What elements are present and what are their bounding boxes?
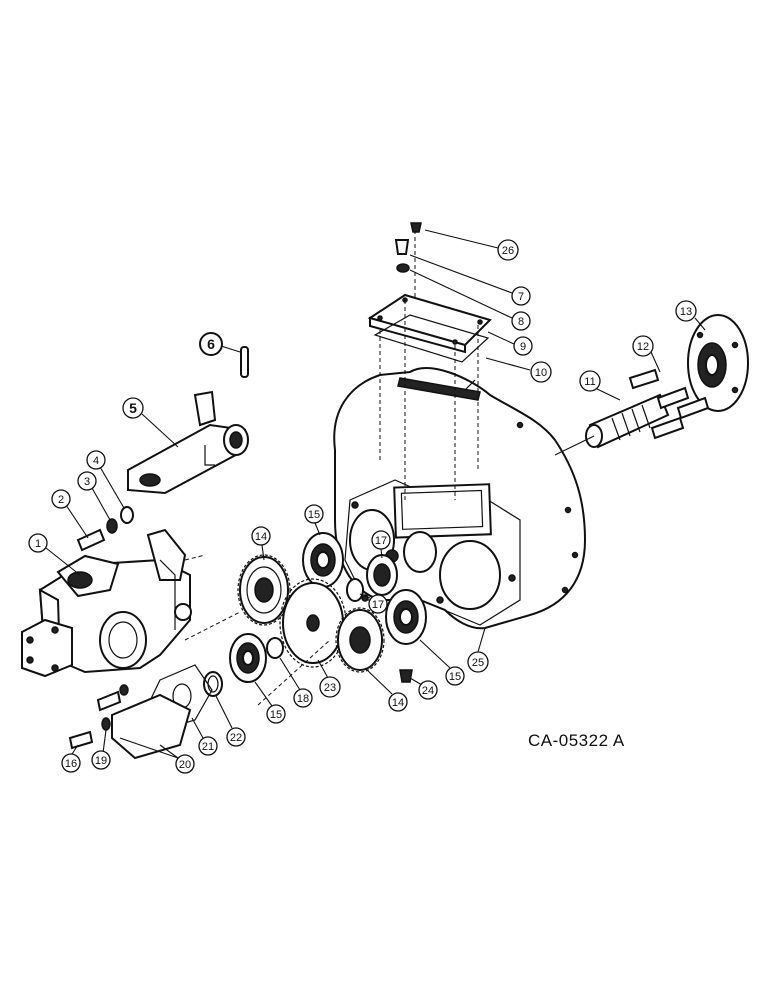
screw-24 bbox=[399, 669, 413, 683]
flange-bolts bbox=[628, 368, 710, 440]
bearing-15-right bbox=[385, 589, 427, 645]
gear-14-upper bbox=[237, 554, 291, 626]
callout-11: 11 bbox=[584, 376, 595, 388]
bearing-15-lower bbox=[229, 633, 267, 683]
bracket bbox=[127, 390, 249, 495]
flange-coupling bbox=[687, 314, 749, 412]
callout-15-upper: 15 bbox=[308, 509, 320, 521]
callout-16: 17 bbox=[375, 535, 387, 547]
callout-21: 21 bbox=[202, 741, 214, 753]
callout-14-lower: 14 bbox=[392, 697, 404, 709]
bearing-16 bbox=[366, 554, 398, 596]
callout-8: 8 bbox=[518, 316, 524, 328]
callout-19: 19 bbox=[95, 755, 107, 767]
top-cover-assembly bbox=[367, 230, 492, 500]
callout-4: 4 bbox=[93, 455, 99, 467]
pump-housing bbox=[21, 528, 192, 678]
callout-1: 1 bbox=[35, 538, 41, 550]
callout-9: 9 bbox=[520, 341, 526, 353]
callout-10: 10 bbox=[535, 367, 547, 379]
callouts: 1 2 3 4 5 6 26 7 8 9 bbox=[28, 229, 706, 774]
callout-26: 26 bbox=[502, 245, 514, 257]
callout-22: 22 bbox=[230, 732, 242, 744]
callout-15-lower: 15 bbox=[270, 709, 282, 721]
callout-18: 16 bbox=[65, 758, 77, 770]
ring-17-upper bbox=[346, 578, 364, 602]
callout-5: 5 bbox=[129, 400, 137, 416]
gear-housing bbox=[333, 367, 587, 630]
callout-2: 2 bbox=[58, 494, 64, 506]
ring-17-lower bbox=[266, 637, 284, 659]
callout-23: 23 bbox=[324, 682, 336, 694]
callout-3: 3 bbox=[84, 476, 90, 488]
callout-25: 25 bbox=[472, 657, 484, 669]
callout-17-upper: 17 bbox=[372, 599, 384, 611]
callout-24: 24 bbox=[422, 685, 434, 697]
drive-shaft bbox=[554, 393, 670, 456]
drawing-reference-code: CA-05322 A bbox=[528, 731, 625, 750]
callout-17-lower: 18 bbox=[297, 693, 309, 705]
callout-12: 12 bbox=[637, 341, 649, 353]
callout-13: 13 bbox=[680, 306, 692, 318]
gear-14-lower bbox=[335, 607, 385, 673]
callout-15-right: 15 bbox=[449, 671, 461, 683]
bracket-fasteners bbox=[76, 506, 134, 552]
cover-fasteners bbox=[394, 222, 422, 273]
callout-14-upper: 14 bbox=[255, 531, 267, 543]
pin bbox=[240, 346, 249, 378]
bearing-15-upper bbox=[302, 532, 344, 588]
seal-22 bbox=[203, 671, 223, 697]
callout-7: 7 bbox=[518, 291, 524, 303]
callout-20: 20 bbox=[179, 759, 191, 771]
end-cover-assembly bbox=[68, 664, 213, 760]
callout-6: 6 bbox=[207, 336, 215, 352]
